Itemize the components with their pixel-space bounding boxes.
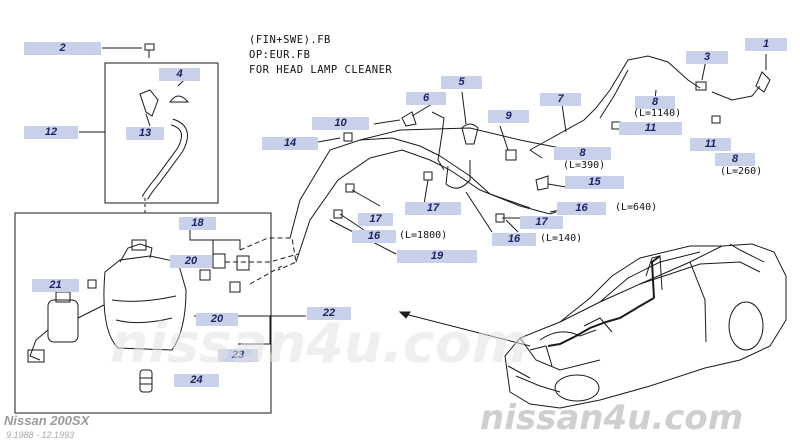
callout-18[interactable]: 18 — [179, 217, 216, 230]
callout-14[interactable]: 14 — [262, 137, 318, 150]
callout-13[interactable]: 13 — [126, 127, 164, 140]
length-640: (L=640) — [615, 202, 658, 213]
watermark-center: nissan4u.com — [110, 312, 529, 375]
callout-16-a[interactable]: 16 — [557, 202, 606, 215]
callout-2[interactable]: 2 — [24, 42, 101, 55]
callout-5[interactable]: 5 — [441, 76, 482, 89]
callout-16-c[interactable]: 16 — [492, 233, 536, 246]
note-line-1: (FIN+SWE).FB — [249, 34, 331, 46]
joint-icon — [461, 123, 479, 145]
bolt-icon — [144, 43, 155, 58]
callout-16-b[interactable]: 16 — [352, 230, 396, 243]
callout-20-b[interactable]: 20 — [196, 313, 238, 326]
callout-11-b[interactable]: 11 — [690, 138, 731, 151]
callout-11-a[interactable]: 11 — [619, 122, 682, 135]
callout-9[interactable]: 9 — [488, 110, 529, 123]
callout-8-upper[interactable]: 8 — [635, 96, 675, 109]
length-390: (L=390) — [563, 160, 606, 171]
callout-19[interactable]: 19 — [397, 250, 477, 263]
hose-line — [529, 55, 701, 151]
callout-17-c[interactable]: 17 — [520, 216, 563, 229]
callout-20-a[interactable]: 20 — [170, 255, 212, 268]
check-valve-icon — [236, 255, 250, 271]
callout-8-lower[interactable]: 8 — [715, 153, 755, 166]
reservoir-tank — [103, 255, 187, 351]
callout-17-b[interactable]: 17 — [358, 213, 393, 226]
car-illustration — [504, 243, 787, 409]
hose-line — [295, 149, 557, 263]
washer-pump-icon — [27, 291, 105, 363]
note-line-3: FOR HEAD LAMP CLEANER — [249, 64, 393, 76]
model-years: 9.1988 - 12.1993 — [6, 430, 75, 440]
grommet-icon — [139, 369, 153, 393]
note-line-2: OP:EUR.FB — [249, 49, 311, 61]
callout-7[interactable]: 7 — [540, 93, 581, 106]
callout-23[interactable]: 23 — [218, 349, 258, 362]
callout-10[interactable]: 10 — [312, 117, 369, 130]
upper-group-box — [104, 62, 219, 204]
callout-4[interactable]: 4 — [159, 68, 200, 81]
callout-24[interactable]: 24 — [174, 374, 219, 387]
hose-line — [289, 127, 561, 239]
tank-group-box — [14, 212, 272, 414]
callout-21[interactable]: 21 — [32, 279, 79, 292]
cap-icon — [169, 95, 190, 103]
callout-1[interactable]: 1 — [745, 38, 787, 51]
callout-8-mid[interactable]: 8 — [554, 147, 611, 160]
bracket-icon — [139, 89, 159, 117]
length-1800: (L=1800) — [399, 230, 448, 241]
callout-3[interactable]: 3 — [686, 51, 728, 64]
callout-22[interactable]: 22 — [307, 307, 351, 320]
watermark-corner: nissan4u.com — [480, 398, 744, 438]
length-260: (L=260) — [720, 166, 763, 177]
nozzle-icon — [755, 71, 771, 93]
clip-icon — [401, 111, 417, 127]
model-name: Nissan 200SX — [4, 413, 90, 428]
callout-12[interactable]: 12 — [24, 126, 78, 139]
length-140: (L=140) — [540, 233, 583, 244]
callout-17-a[interactable]: 17 — [405, 202, 461, 215]
check-valve-icon — [212, 253, 226, 269]
callout-6[interactable]: 6 — [406, 92, 446, 105]
callout-15[interactable]: 15 — [565, 176, 624, 189]
length-1140: (L=1140) — [633, 108, 682, 119]
